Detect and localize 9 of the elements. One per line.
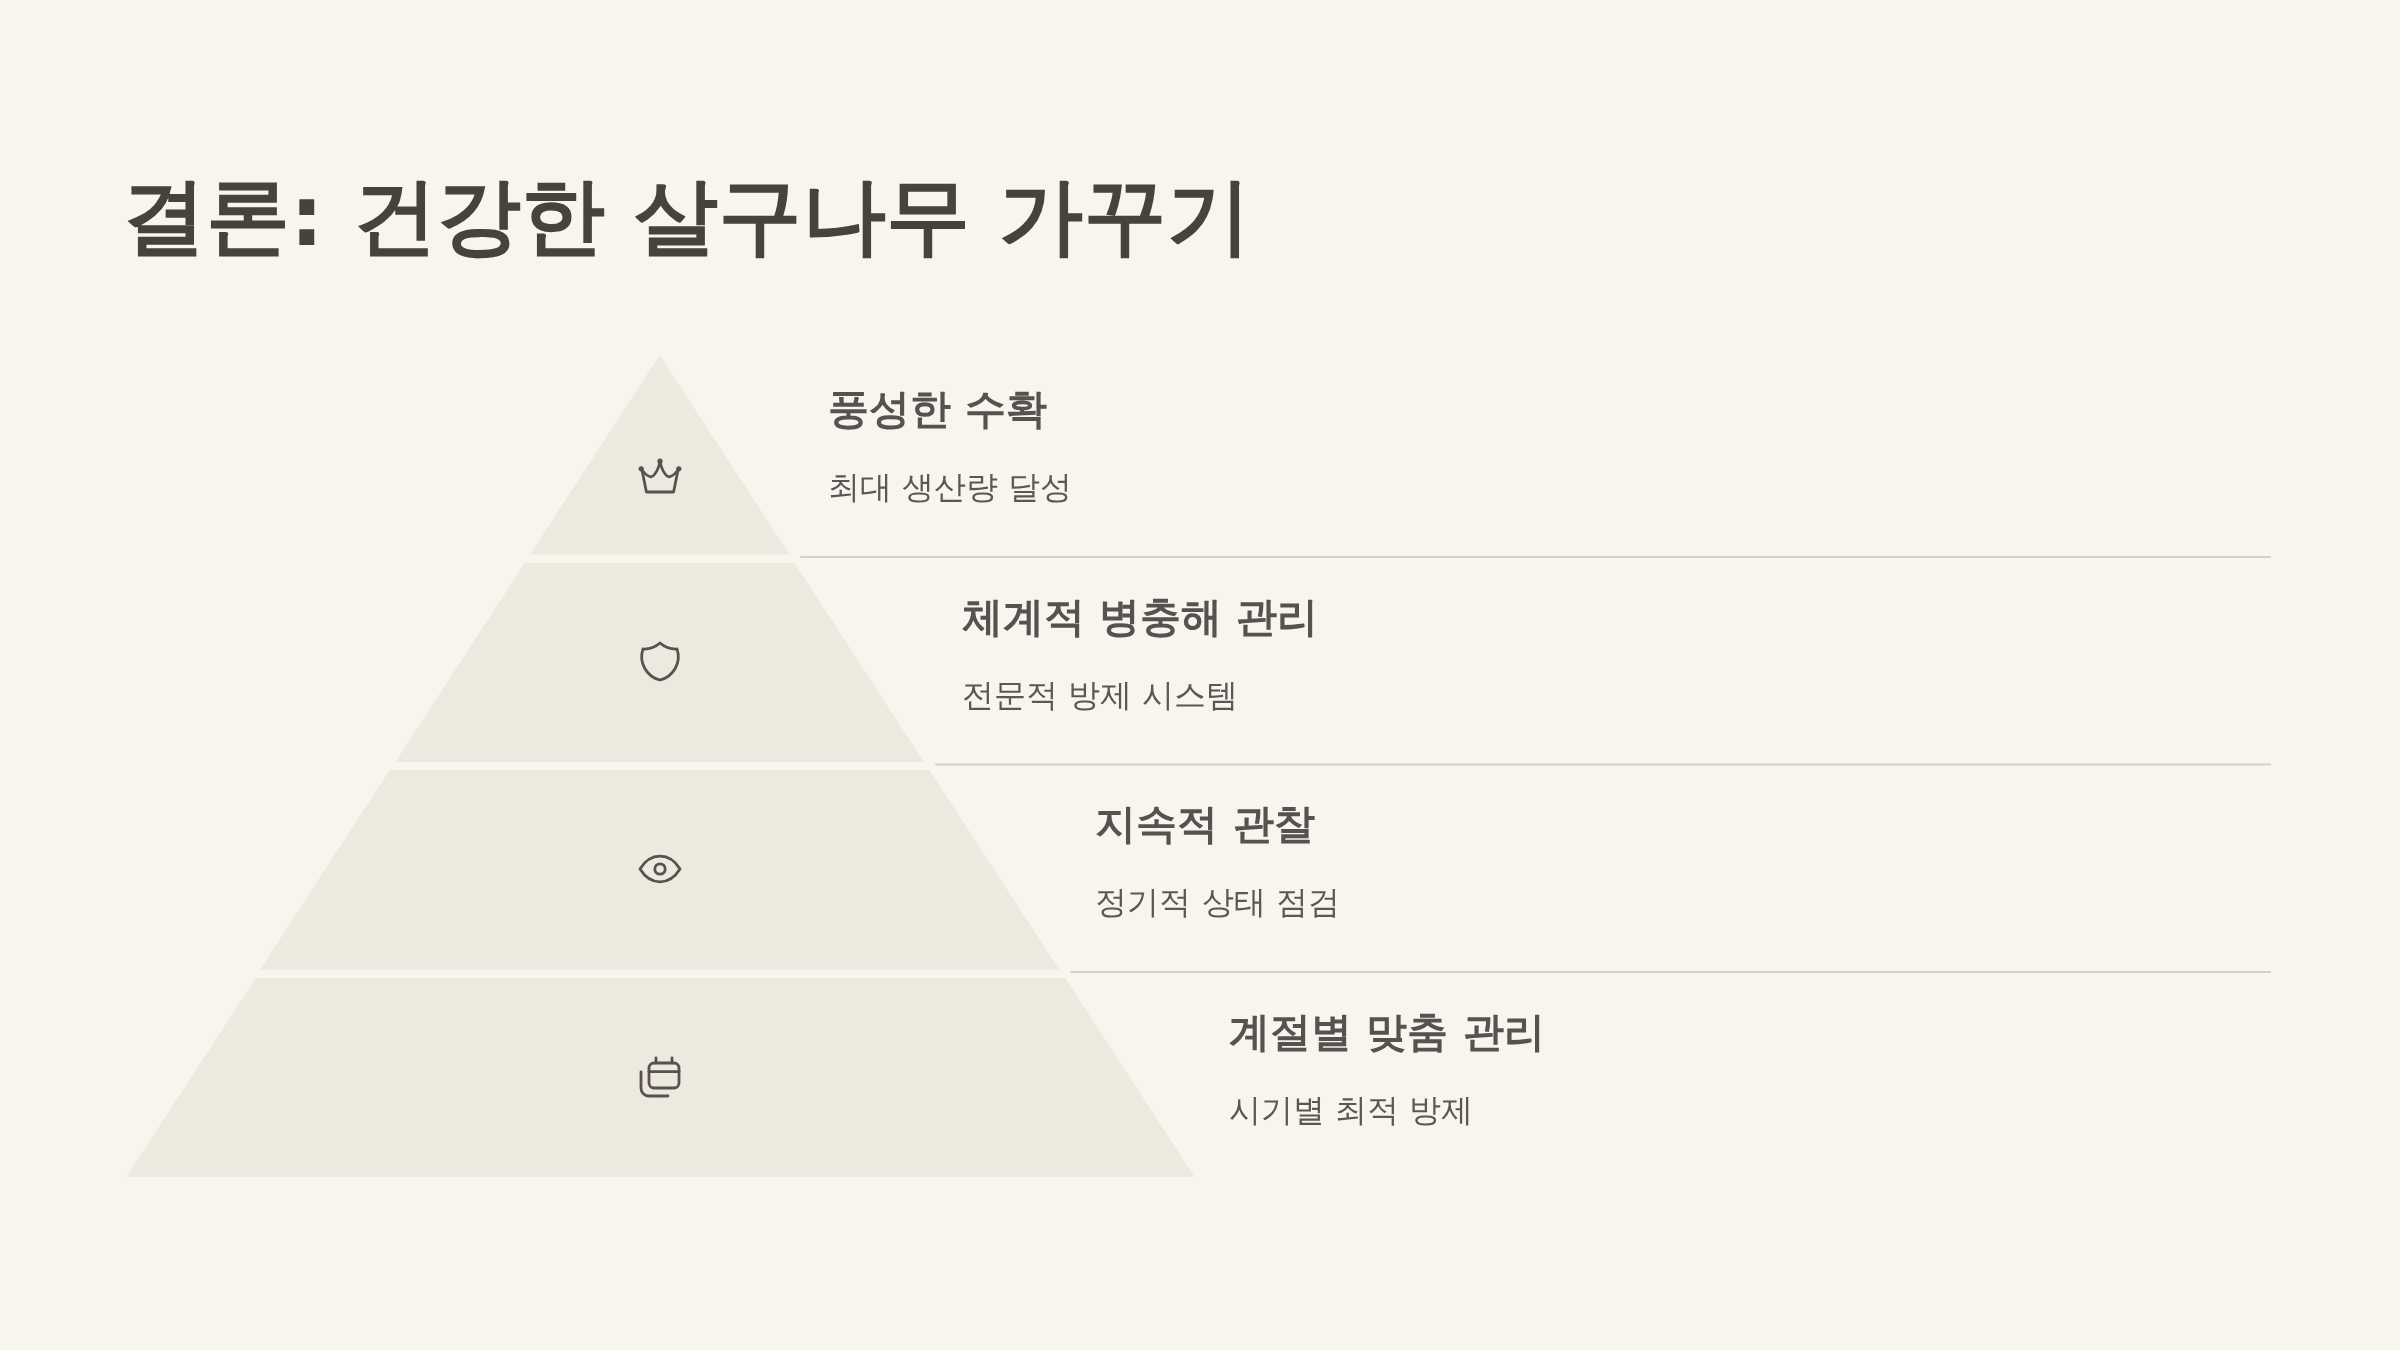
tier-heading: 풍성한 수확 — [828, 385, 1048, 435]
tier-description: 전문적 방제 시스템 — [961, 675, 1239, 714]
tier-description: 정기적 상태 점검 — [1095, 883, 1340, 922]
tier-heading: 체계적 병충해 관리 — [961, 592, 1319, 642]
tier-heading: 계절별 맞춤 관리 — [1229, 1007, 1545, 1057]
tier-description: 시기별 최적 방제 — [1229, 1090, 1474, 1129]
slide-title: 결론: 건강한 살구나무 가꾸기 — [122, 166, 1252, 267]
tier-heading: 지속적 관찰 — [1095, 800, 1315, 850]
tier-description: 최대 생산량 달성 — [828, 468, 1073, 507]
